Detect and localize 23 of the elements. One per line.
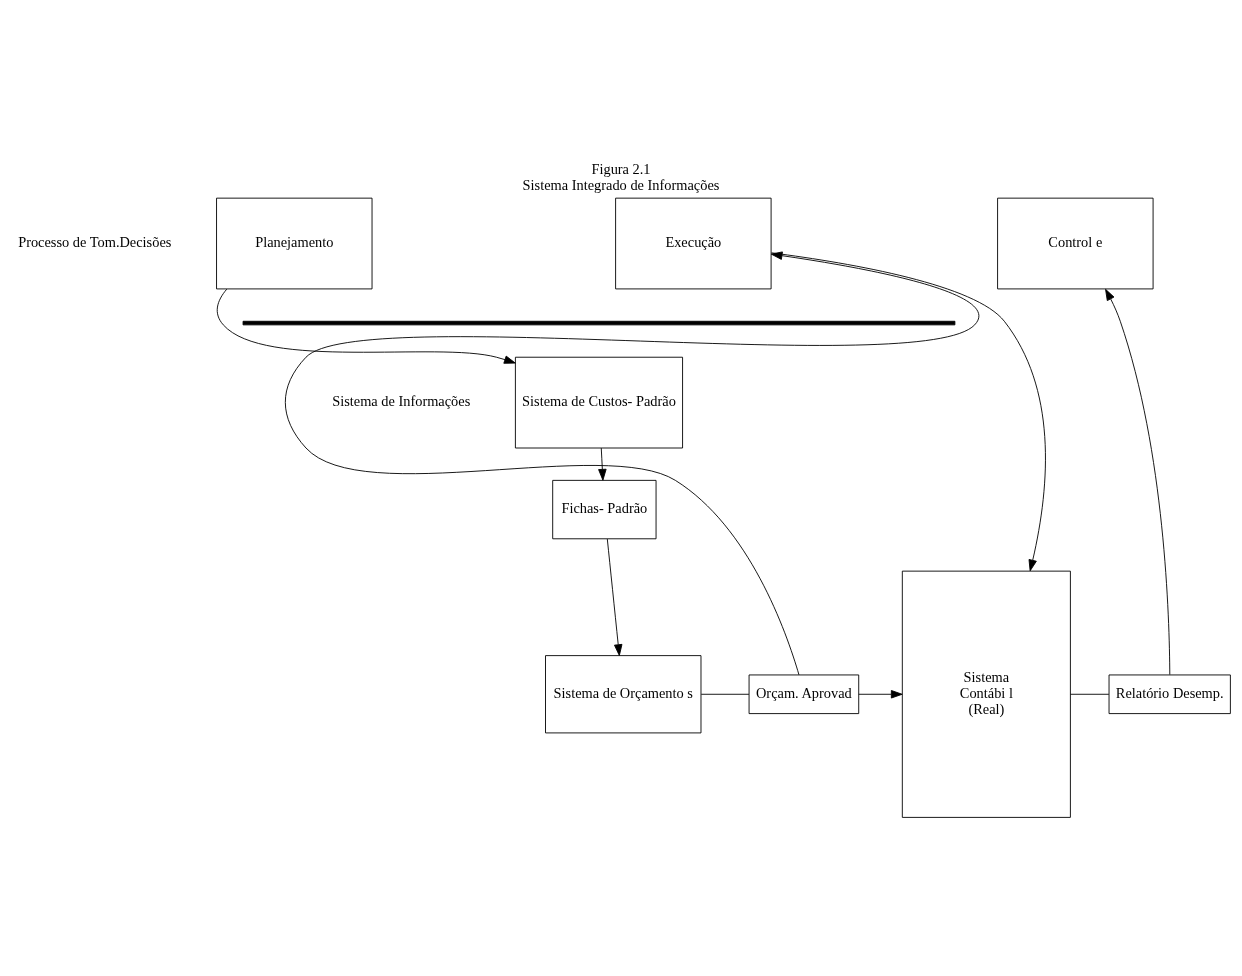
arrow	[1105, 288, 1171, 676]
arrow	[598, 447, 607, 481]
arrow	[284, 251, 980, 676]
connector	[1070, 693, 1110, 695]
arrow	[606, 538, 623, 656]
diagram-title: Figura 2.1	[591, 160, 651, 177]
node-box: Execução	[615, 197, 772, 290]
node-box: Control e	[997, 197, 1154, 290]
node-bar	[242, 320, 956, 326]
node-box: Sistema Contábi l (Real)	[901, 570, 1071, 818]
label: Processo de Tom.Decisões	[18, 233, 172, 250]
node-box: Sistema de Custos- Padrão	[514, 356, 684, 449]
node-box: Planejamento	[216, 197, 373, 290]
caption: Sistema Integrado de Informações	[522, 176, 720, 193]
arrow	[858, 690, 903, 699]
connector	[700, 693, 750, 695]
node-box: Fichas- Padrão	[552, 479, 657, 540]
arrow	[771, 252, 1046, 572]
label: Sistema de Informações	[332, 393, 471, 410]
node-box: Relatório Desemp.	[1108, 674, 1231, 715]
arrow	[216, 288, 516, 364]
node-box: Sistema de Orçamento s	[545, 655, 702, 734]
node-box: Orçam. Aprovad	[748, 674, 860, 715]
